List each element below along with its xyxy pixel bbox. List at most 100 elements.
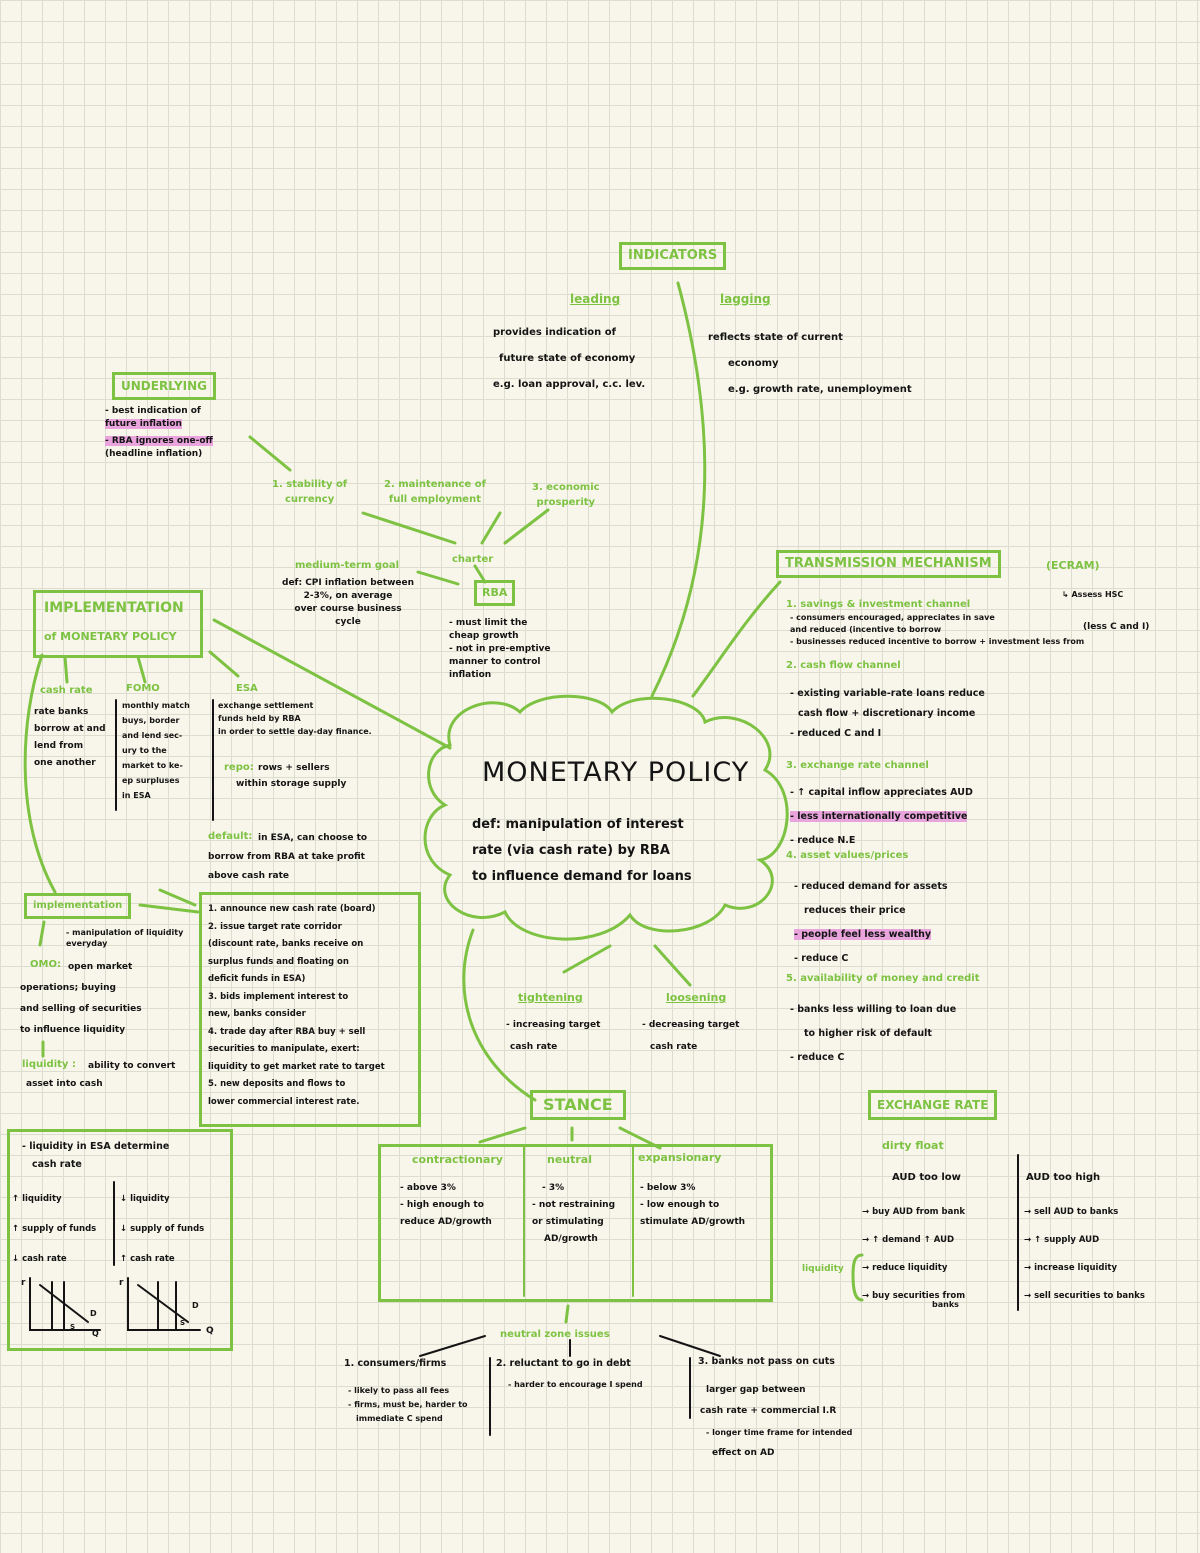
rba-title: RBA bbox=[474, 580, 516, 606]
channel-1-tag: (less C and I) bbox=[1083, 622, 1150, 632]
objective-3-line-1: 3. economic bbox=[532, 482, 600, 493]
lagging-line-2: economy bbox=[728, 358, 779, 369]
implementation-title-2: of MONETARY POLICY bbox=[44, 630, 177, 643]
time-lags-title: neutral zone issues bbox=[500, 1329, 610, 1340]
omo-label: OMO: bbox=[30, 959, 61, 970]
channel-2-text: - existing variable-rate loans reduce ca… bbox=[790, 684, 985, 744]
high-line-1: → sell AUD to banks bbox=[1024, 1207, 1119, 1217]
fomo-line-5: market to ke- bbox=[122, 761, 183, 770]
step-line-8: 4. trade day after RBA buy + sell bbox=[208, 1026, 366, 1037]
esa-text: exchange settlement funds held by RBA in… bbox=[218, 699, 372, 738]
repo-line-2: within storage supply bbox=[236, 779, 347, 789]
channel-4-line-3: - people feel less wealthy bbox=[794, 923, 948, 947]
objective-1: 1. stability of currency bbox=[272, 477, 347, 507]
issue-3-head: 3. banks not pass on cuts bbox=[698, 1356, 835, 1367]
issue-3-line-1: larger gap between bbox=[706, 1385, 806, 1395]
central-title: MONETARY POLICY bbox=[482, 757, 750, 788]
objective-2-line-1: 2. maintenance of bbox=[384, 479, 486, 490]
channel-4-line-4: - reduce C bbox=[794, 953, 849, 964]
liquidity-graph-left: ↑ liquidity ↑ supply of funds ↓ cash rat… bbox=[12, 1184, 96, 1274]
lg-right-1: ↓ liquidity bbox=[120, 1194, 170, 1204]
def-line-2: rate (via cash rate) by RBA bbox=[472, 843, 670, 858]
omo-line-3: and selling of securities bbox=[20, 1004, 142, 1014]
fomo-line-2: buys, border bbox=[122, 716, 180, 725]
implementation-title-1: IMPLEMENTATION bbox=[44, 600, 184, 616]
lagging-line-1: reflects state of current bbox=[708, 332, 843, 343]
contractionary-label: contractionary bbox=[412, 1153, 503, 1166]
objective-2: 2. maintenance of full employment bbox=[384, 477, 486, 507]
leading-line-3: e.g. loan approval, c.c. lev. bbox=[493, 379, 646, 390]
channel-1-line-1: - consumers encouraged, appreciates in s… bbox=[790, 613, 995, 622]
contractionary-line-4: reduce AD/growth bbox=[400, 1217, 492, 1227]
low-line-3: → reduce liquidity bbox=[862, 1263, 948, 1273]
lagging-label: lagging bbox=[720, 292, 771, 306]
issue-1-line-2: - firms, must be, harder to bbox=[348, 1400, 468, 1409]
channel-3-head: 3. exchange rate channel bbox=[786, 760, 929, 771]
aud-too-high-label: AUD too high bbox=[1026, 1172, 1101, 1183]
high-line-3: → increase liquidity bbox=[1024, 1263, 1118, 1273]
dirty-float-label: dirty float bbox=[882, 1139, 944, 1152]
step-line-10: liquidity to get market rate to target bbox=[208, 1061, 385, 1072]
liquidity-line-2: asset into cash bbox=[26, 1079, 103, 1089]
def-line-3: to influence demand for loans bbox=[472, 869, 692, 884]
transmission-ecram: (ECRAM) bbox=[1046, 559, 1100, 572]
medium-line-4: cycle bbox=[335, 617, 361, 627]
high-line-4: → sell securities to banks bbox=[1024, 1291, 1145, 1301]
fomo-line-4: ury to the bbox=[122, 746, 167, 755]
graph-right-y-label: r bbox=[119, 1278, 124, 1288]
implementation-2-lines-a: - manipulation of liquidity everyday bbox=[66, 927, 183, 949]
underlying-title: UNDERLYING bbox=[112, 372, 217, 400]
channel-5-line-1: - banks less willing to loan due bbox=[790, 1004, 957, 1015]
tightening-line-2: cash rate bbox=[510, 1042, 558, 1052]
underlying-line-4: (headline inflation) bbox=[105, 449, 203, 459]
channel-4-line-2: reduces their price bbox=[804, 905, 906, 916]
cash-rate-line-3: lend from bbox=[34, 741, 84, 751]
exchange-rate-title: EXCHANGE RATE bbox=[868, 1090, 998, 1120]
liquidity-graph-right: ↓ liquidity ↓ supply of funds ↑ cash rat… bbox=[120, 1184, 204, 1274]
loosening-line-2: cash rate bbox=[650, 1042, 698, 1052]
tightening-text: - increasing target cash rate bbox=[506, 1014, 600, 1058]
cash-rate-text: rate banks borrow at and lend from one a… bbox=[34, 704, 106, 772]
channel-3-text: - ↑ capital inflow appreciates AUD - les… bbox=[790, 781, 973, 853]
esa-line-1: exchange settlement bbox=[218, 701, 314, 710]
step-line-9: securities to manipulate, exert: bbox=[208, 1044, 360, 1054]
contractionary-line-3: - high enough to bbox=[400, 1200, 484, 1210]
repo-text: rows + sellers within storage supply bbox=[236, 760, 346, 792]
medium-term-goal-text: def: CPI inflation between 2-3%, on aver… bbox=[282, 577, 414, 629]
leading-line-1: provides indication of bbox=[493, 327, 616, 338]
graph-left-x-label: Q bbox=[92, 1329, 99, 1338]
neutral-line-1: - 3% bbox=[542, 1183, 565, 1193]
omo-line-1: open market bbox=[68, 962, 133, 972]
omo-line-4: to influence liquidity bbox=[20, 1025, 126, 1035]
fomo-line-7: in ESA bbox=[122, 791, 151, 800]
default-line-2: borrow from RBA at take profit bbox=[208, 852, 365, 862]
rba-line-5: inflation bbox=[449, 670, 492, 680]
liquidity-graph-box: - liquidity in ESA determine cash rate ↑… bbox=[7, 1129, 233, 1351]
leading-label: leading bbox=[570, 292, 621, 306]
issue-2-text: - harder to encourage I spend bbox=[508, 1378, 643, 1392]
esa-line-3: in order to settle day-day finance. bbox=[218, 727, 372, 736]
contractionary-text: - above 3% - high enough to reduce AD/gr… bbox=[400, 1180, 492, 1231]
graph-right-d-label: D bbox=[192, 1301, 199, 1310]
channel-5-line-2: to higher risk of default bbox=[804, 1028, 932, 1039]
step-line-5: deficit funds in ESA) bbox=[208, 974, 306, 984]
fomo-label: FOMO bbox=[126, 683, 160, 694]
step-line-6: 3. bids implement interest to bbox=[208, 991, 349, 1002]
channel-4-highlight: - people feel less wealthy bbox=[794, 929, 932, 940]
issue-1-line-1: - likely to pass all fees bbox=[348, 1386, 450, 1395]
channel-2-line-3: - reduced C and I bbox=[790, 728, 882, 739]
tightening-line-1: - increasing target bbox=[506, 1020, 601, 1030]
lg-line-2: cash rate bbox=[32, 1159, 82, 1170]
lg-left-2: ↑ supply of funds bbox=[12, 1224, 97, 1234]
neutral-line-4: AD/growth bbox=[544, 1234, 598, 1244]
rba-line-4: manner to control bbox=[449, 657, 541, 667]
channel-3-line-1: - ↑ capital inflow appreciates AUD bbox=[790, 787, 973, 798]
underlying-highlight-1: future inflation bbox=[105, 419, 182, 429]
cash-rate-label: cash rate bbox=[40, 685, 93, 696]
issue-1-line-3: immediate C spend bbox=[356, 1414, 443, 1423]
leading-text: provides indication of future state of e… bbox=[493, 320, 645, 398]
expansionary-line-1: - below 3% bbox=[640, 1183, 696, 1193]
low-line-2: → ↑ demand ↑ AUD bbox=[862, 1235, 955, 1245]
impl2-a-line-2: everyday bbox=[66, 939, 108, 948]
liquidity-graph-heading: - liquidity in ESA determine cash rate bbox=[22, 1138, 169, 1174]
